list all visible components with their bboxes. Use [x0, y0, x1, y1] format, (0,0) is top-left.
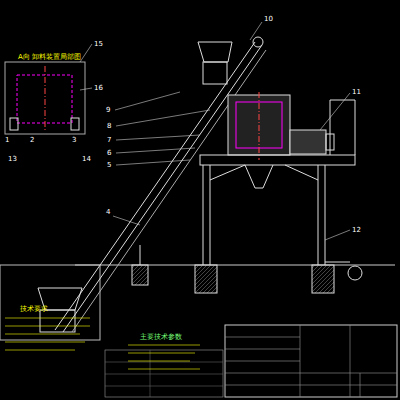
callout-number: 14	[82, 155, 91, 163]
callout-number: 1	[5, 136, 9, 144]
note-heading: 技术要求	[20, 305, 48, 313]
callout-number: 8	[107, 122, 111, 130]
note-heading: 主要技术参数	[140, 333, 182, 341]
callout-number: 3	[72, 136, 76, 144]
callout-number: 12	[352, 226, 361, 234]
callout-number: 16	[94, 84, 103, 92]
callout-number: 10	[264, 15, 273, 23]
callout-number: 4	[106, 208, 110, 216]
callout-number: 13	[8, 155, 17, 163]
callout-number: 11	[352, 88, 361, 96]
callout-number: 9	[106, 106, 110, 114]
view-title: A向 卸料装置局部图	[18, 53, 81, 61]
callout-number: 2	[30, 136, 34, 144]
callout-number: 6	[107, 149, 111, 157]
callout-number: 5	[107, 161, 111, 169]
callout-number: 15	[94, 40, 103, 48]
callout-number: 7	[107, 136, 111, 144]
